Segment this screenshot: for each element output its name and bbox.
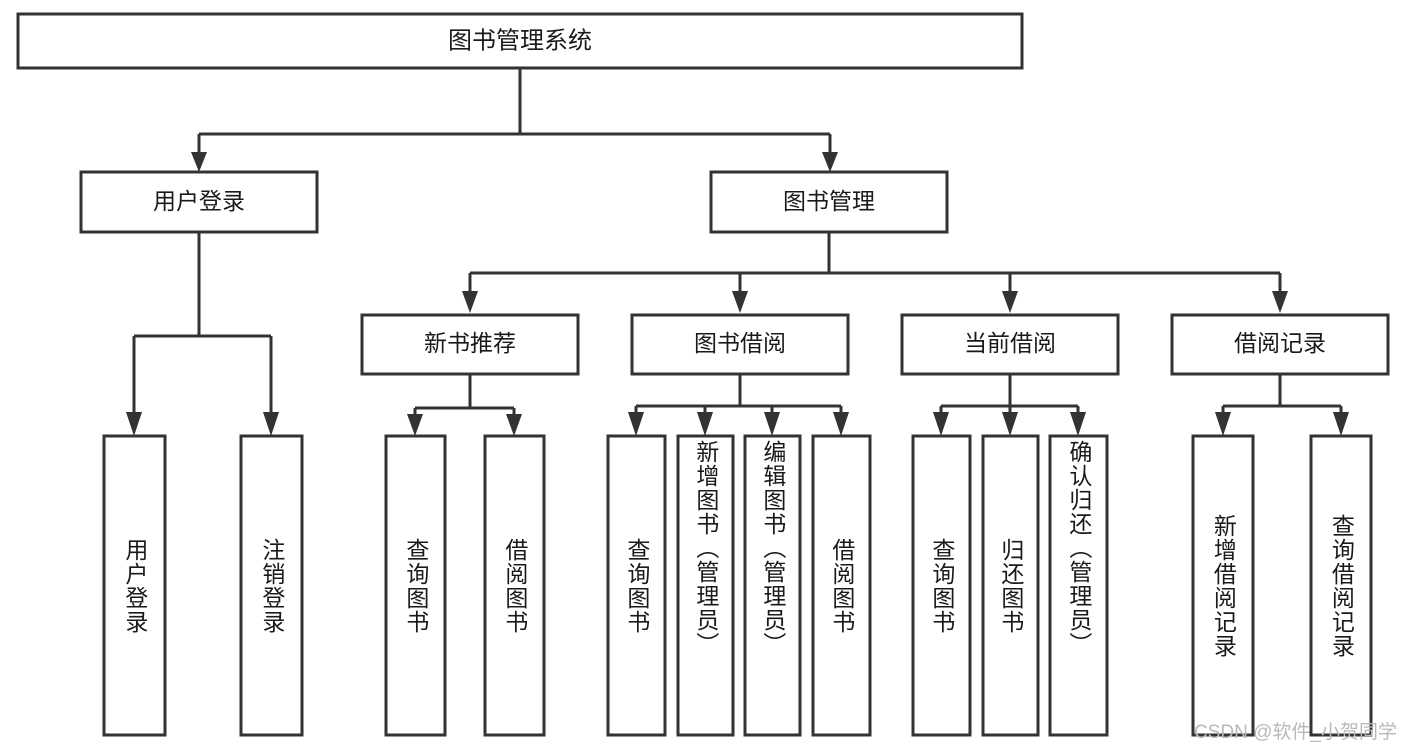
arrowhead-leaf-query-book-2 (628, 412, 644, 436)
connector-new-book-recommend-to-leaves (413, 374, 516, 418)
node-borrow-record-label: 借阅记录 (1234, 330, 1326, 356)
leaf-query-book-3-box[interactable] (911, 434, 972, 737)
arrowhead-book-manage (822, 152, 838, 172)
node-borrow-record[interactable]: 借阅记录 (1170, 313, 1390, 376)
node-current-borrow[interactable]: 当前借阅 (900, 313, 1120, 376)
connector-book-borrow-to-leaves (634, 374, 843, 416)
node-user-login-label: 用户登录 (153, 188, 245, 214)
arrowhead-leaf-add-record (1215, 412, 1231, 436)
node-borrow-record-box[interactable] (1170, 313, 1390, 376)
arrowhead-user-login (191, 152, 207, 172)
node-book-manage-label: 图书管理 (783, 188, 875, 214)
connector-borrow-record-to-leaves (1221, 374, 1343, 416)
node-root-label: 图书管理系统 (448, 27, 592, 54)
node-book-borrow-label: 图书借阅 (694, 330, 786, 356)
arrowhead-leaf-query-book-3 (933, 412, 949, 436)
node-user-login[interactable]: 用户登录 (79, 170, 319, 234)
leaf-user-login-box[interactable] (102, 434, 167, 737)
leaf-query-book-1-box[interactable] (384, 434, 447, 737)
connector-root-to-level2 (197, 68, 832, 155)
node-root-box[interactable] (16, 12, 1024, 70)
leaf-confirm-return-box[interactable] (1048, 434, 1109, 737)
connector-current-borrow-to-leaves (939, 374, 1080, 416)
leaf-add-book-box[interactable] (676, 434, 735, 737)
connector-book-manage-to-level3 (468, 232, 1282, 295)
arrowhead-leaf-borrow-book-2 (833, 412, 849, 436)
node-book-borrow-box[interactable] (630, 313, 850, 376)
arrowhead-leaf-edit-book (764, 412, 780, 436)
node-current-borrow-label: 当前借阅 (964, 330, 1056, 356)
leaf-return-book-box[interactable] (981, 434, 1040, 737)
arrowhead-leaf-confirm-return (1070, 412, 1086, 436)
arrowhead-leaf-query-record (1333, 412, 1349, 436)
arrowhead-borrow-record (1272, 291, 1288, 313)
node-current-borrow-box[interactable] (900, 313, 1120, 376)
arrowhead-leaf-borrow-book-1 (506, 414, 522, 436)
node-book-borrow[interactable]: 图书借阅 (630, 313, 850, 376)
connectors-group (126, 68, 1349, 436)
arrowhead-leaf-return-book (1002, 412, 1018, 436)
arrowhead-leaf-user-logout (263, 412, 279, 436)
node-book-manage[interactable]: 图书管理 (709, 170, 949, 234)
node-new-book-recommend-label: 新书推荐 (424, 330, 516, 356)
arrowhead-leaf-user-login (126, 412, 142, 436)
arrowhead-leaf-add-book (697, 412, 713, 436)
node-new-book-recommend[interactable]: 新书推荐 (360, 313, 580, 376)
node-new-book-recommend-box[interactable] (360, 313, 580, 376)
leaf-borrow-book-2-box[interactable] (811, 434, 872, 737)
leaf-add-record-box[interactable] (1191, 434, 1255, 737)
node-root[interactable]: 图书管理系统 (16, 12, 1024, 70)
arrowhead-book-borrow (732, 291, 748, 313)
leaf-query-book-2-box[interactable] (606, 434, 667, 737)
connector-user-login-to-leaves (132, 232, 273, 416)
leaf-boxes-group (102, 434, 1373, 737)
node-user-login-box[interactable] (79, 170, 319, 234)
node-book-manage-box[interactable] (709, 170, 949, 234)
leaf-borrow-book-1-box[interactable] (483, 434, 546, 737)
leaf-query-record-box[interactable] (1309, 434, 1373, 737)
arrowhead-leaf-query-book-1 (407, 414, 423, 436)
leaf-edit-book-box[interactable] (743, 434, 802, 737)
arrowhead-current-borrow (1002, 291, 1018, 313)
leaf-user-logout-box[interactable] (239, 434, 304, 737)
arrowhead-new-book-recommend (462, 291, 478, 313)
